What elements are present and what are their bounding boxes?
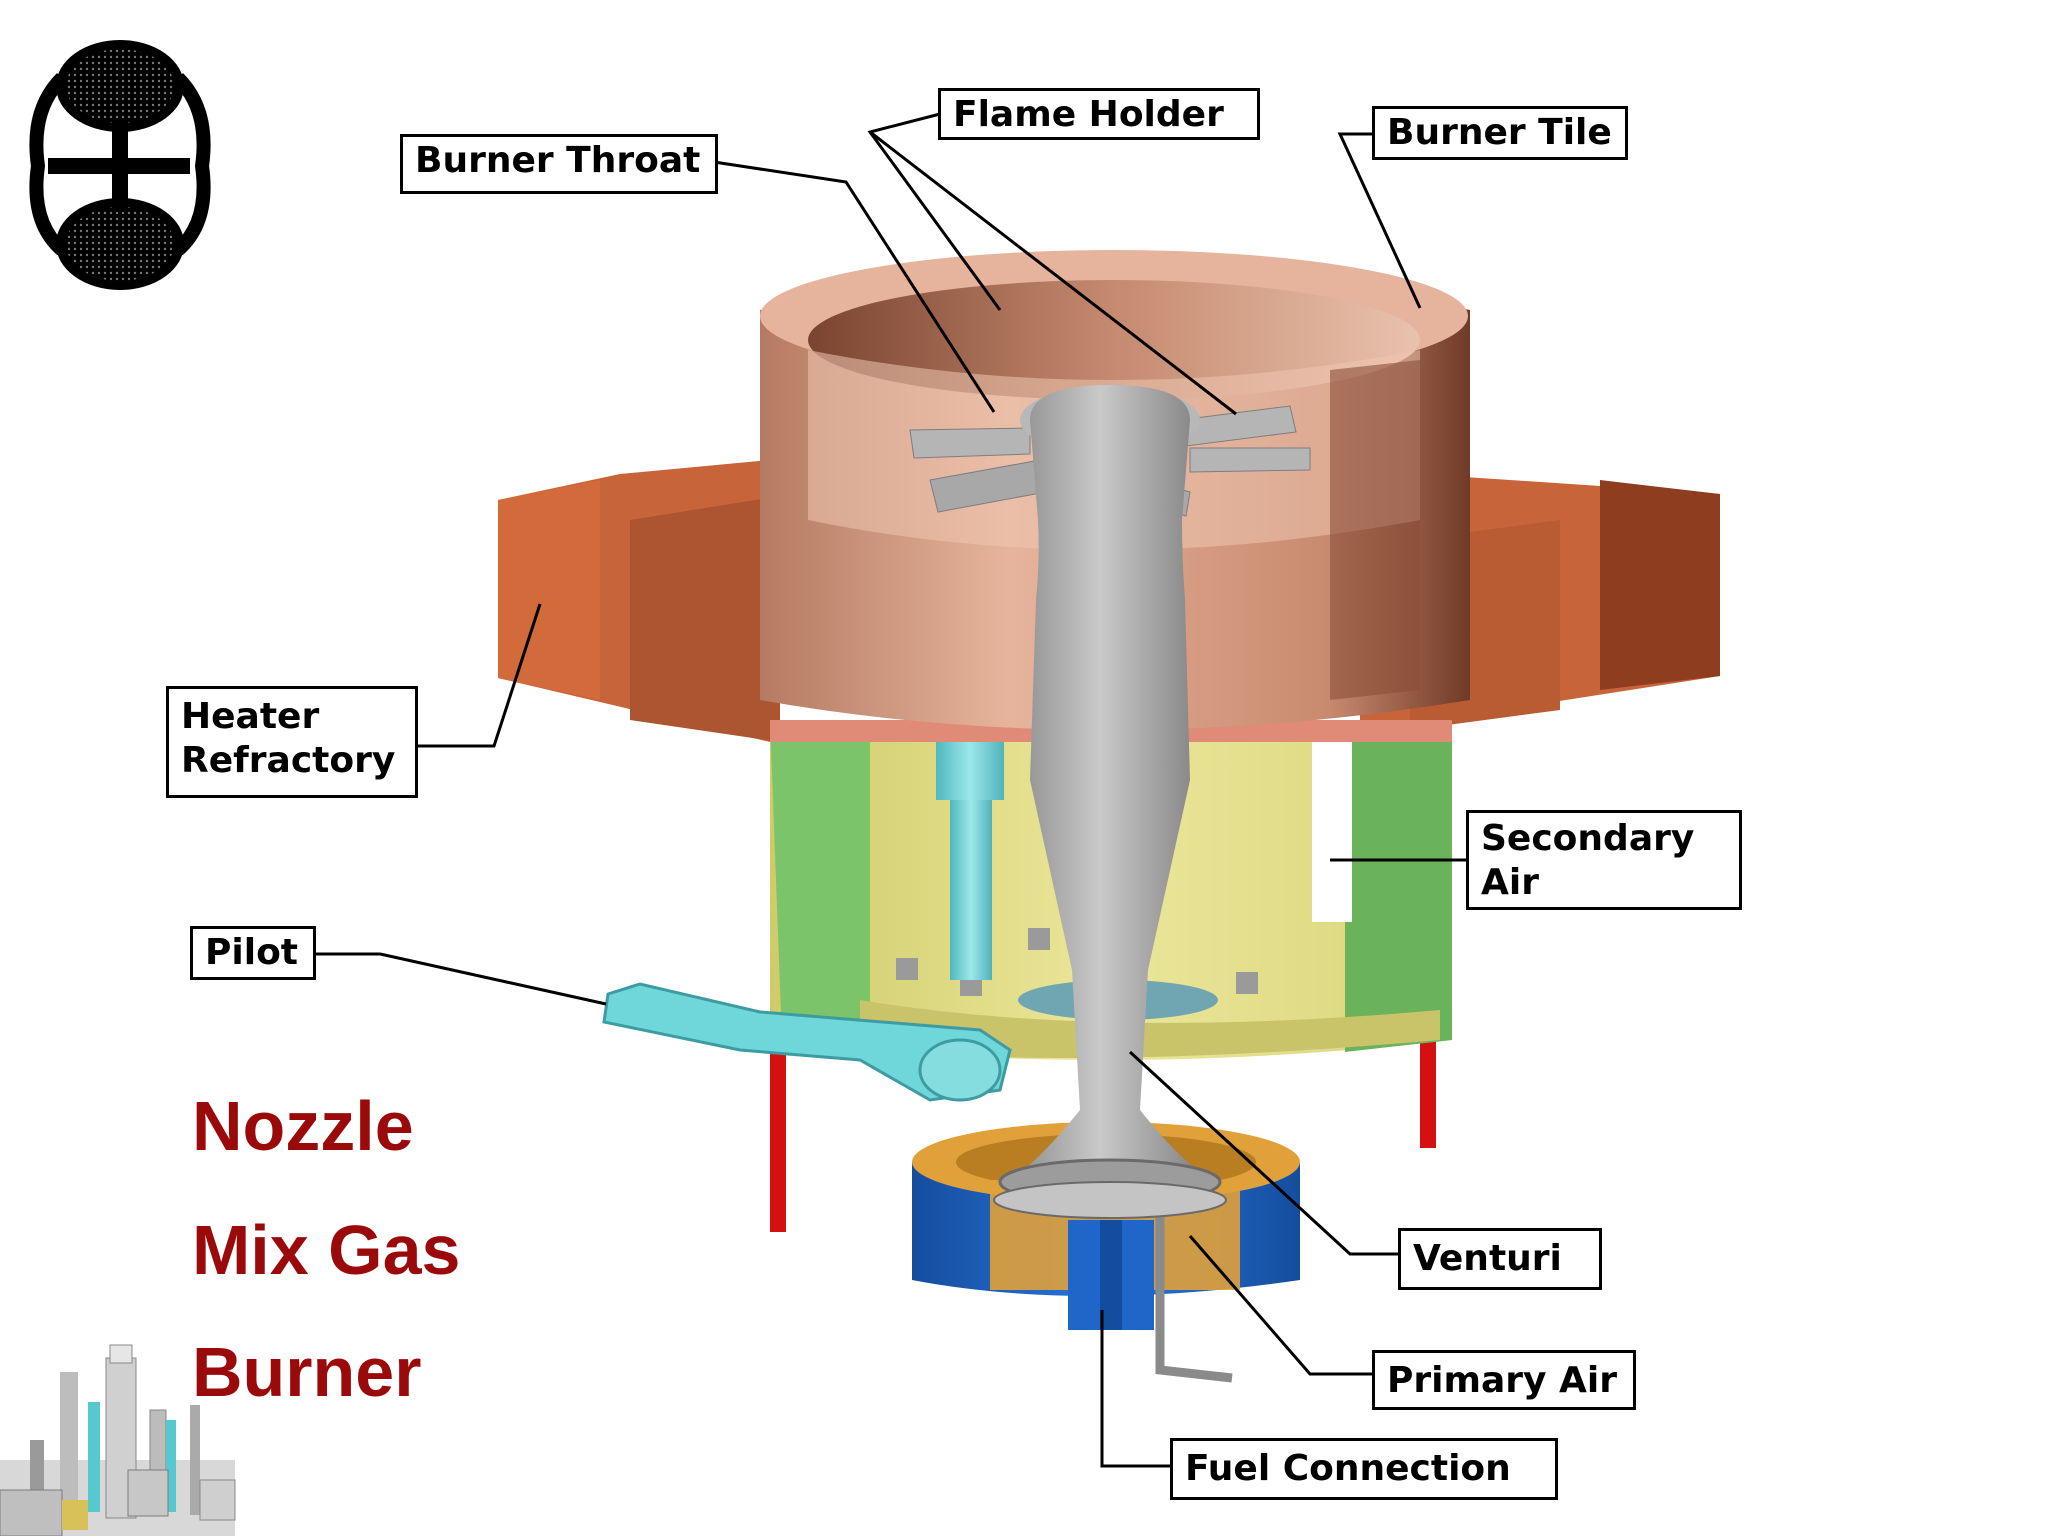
label-burner-tile-text: Burner Tile bbox=[1387, 112, 1612, 153]
label-venturi: Venturi bbox=[1398, 1228, 1602, 1290]
label-secondary-air-line2: Air bbox=[1481, 862, 1539, 903]
label-heater-refractory: Heater Refractory bbox=[166, 686, 418, 798]
label-venturi-text: Venturi bbox=[1413, 1238, 1562, 1279]
label-fuel-connection-text: Fuel Connection bbox=[1185, 1448, 1511, 1489]
label-heater-refractory-line2: Refractory bbox=[181, 740, 396, 781]
leader-pilot bbox=[314, 952, 607, 1006]
leader-venturi bbox=[1128, 1050, 1398, 1256]
pilot-tube bbox=[602, 590, 1012, 1102]
title-line-3: Burner bbox=[192, 1333, 422, 1411]
company-logo bbox=[29, 40, 211, 290]
label-burner-throat-text: Burner Throat bbox=[415, 140, 701, 181]
label-heater-refractory-line1: Heater bbox=[181, 696, 320, 737]
leader-heater-refractory bbox=[416, 603, 542, 748]
label-pilot-text: Pilot bbox=[205, 932, 299, 973]
title-line-1: Nozzle bbox=[192, 1087, 414, 1165]
refinery-illustration bbox=[0, 1344, 236, 1536]
leader-lines bbox=[314, 112, 1468, 1468]
leader-primary-air bbox=[1188, 1235, 1374, 1376]
gas-nozzle bbox=[993, 385, 1227, 1219]
title-line-2: Mix Gas bbox=[192, 1211, 461, 1289]
label-fuel-connection: Fuel Connection bbox=[1170, 1438, 1558, 1500]
label-flame-holder: Flame Holder bbox=[938, 88, 1260, 140]
label-pilot: Pilot bbox=[190, 926, 316, 980]
leader-fuel-connection bbox=[1100, 1310, 1170, 1468]
label-primary-air-text: Primary Air bbox=[1387, 1360, 1617, 1401]
label-primary-air: Primary Air bbox=[1372, 1350, 1636, 1410]
leader-burner-tile bbox=[1337, 132, 1422, 309]
label-burner-tile: Burner Tile bbox=[1372, 106, 1628, 160]
label-secondary-air-line1: Secondary bbox=[1481, 818, 1695, 859]
label-flame-holder-text: Flame Holder bbox=[953, 94, 1224, 135]
label-secondary-air: Secondary Air bbox=[1466, 810, 1742, 910]
label-burner-throat: Burner Throat bbox=[400, 134, 718, 194]
leader-burner-throat bbox=[713, 160, 996, 413]
leader-flame-holder-2 bbox=[869, 130, 1237, 416]
